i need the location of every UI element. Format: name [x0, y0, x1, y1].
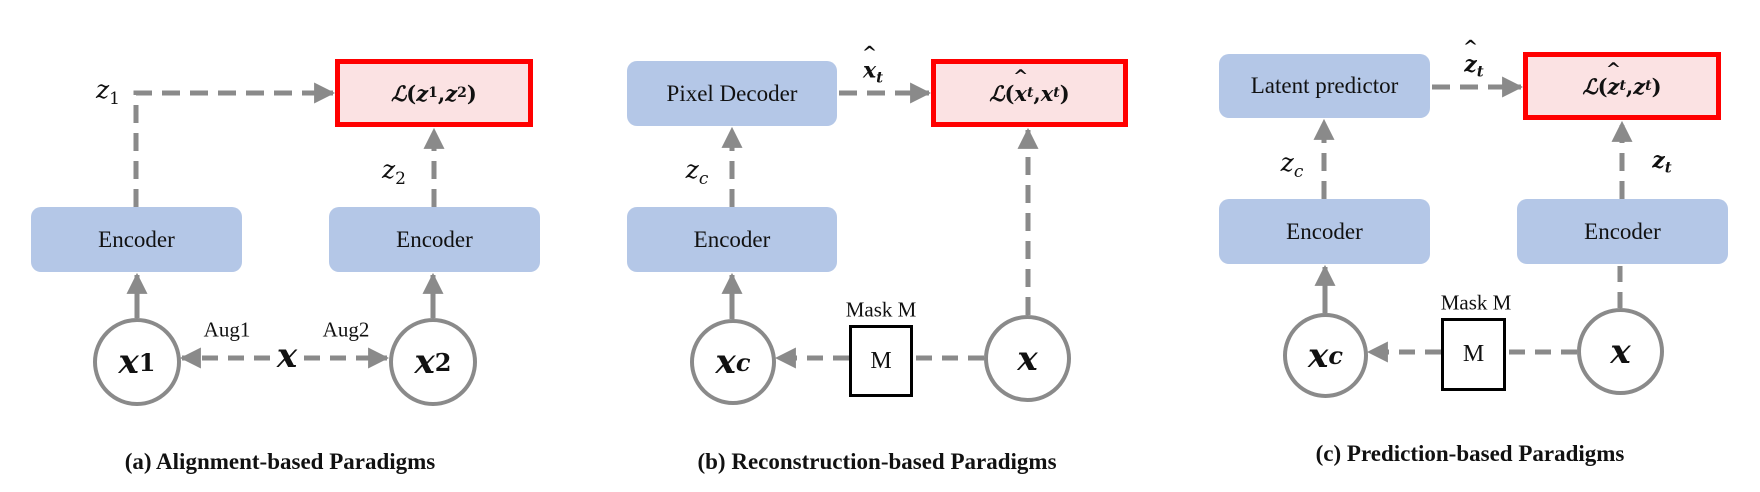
aug1-label: Aug1: [203, 317, 251, 342]
pixel-decoder-box: Pixel Decoder: [627, 61, 837, 126]
zhat-t-label: zt: [1464, 52, 1483, 81]
encoder-box-c-right: Encoder: [1517, 199, 1728, 264]
latent-predictor-box: Latent predictor: [1219, 54, 1430, 118]
zc-label-b: zc: [685, 155, 709, 189]
xhat-t-label: xt: [863, 58, 883, 87]
mask-box-b: M: [849, 325, 913, 397]
mask-label-c: Mask M: [1440, 290, 1512, 315]
zt-label: zt: [1652, 147, 1672, 177]
loss-box-prediction: ℒ(zt, zt): [1523, 52, 1721, 120]
encoder-box-a-right: Encoder: [329, 207, 540, 272]
zc-label-c: zc: [1280, 148, 1304, 182]
z2-label: z2: [382, 155, 406, 189]
x-node-b: x: [984, 315, 1071, 402]
caption-reconstruction: (b) Reconstruction-based Paradigms: [697, 449, 1057, 474]
encoder-box-b: Encoder: [627, 207, 837, 272]
caption-alignment: (a) Alignment-based Paradigms: [124, 449, 436, 474]
aug2-label: Aug2: [322, 317, 370, 342]
z1-dashed-connector: [133, 82, 336, 207]
encoder-box-c-left: Encoder: [1219, 199, 1430, 264]
z1-label: z1: [96, 75, 120, 109]
loss-script-symbol: ℒ: [391, 80, 407, 106]
encoder-box-a-left: Encoder: [31, 207, 242, 272]
loss-box-reconstruction: ℒ(xt, xt): [931, 59, 1128, 127]
caption-prediction: (c) Prediction-based Paradigms: [1315, 441, 1625, 466]
x-node-c: x: [1577, 308, 1664, 395]
x-input-label-a: x: [276, 336, 298, 376]
mask-label-b: Mask M: [845, 297, 917, 322]
mask-box-c: M: [1441, 318, 1506, 391]
